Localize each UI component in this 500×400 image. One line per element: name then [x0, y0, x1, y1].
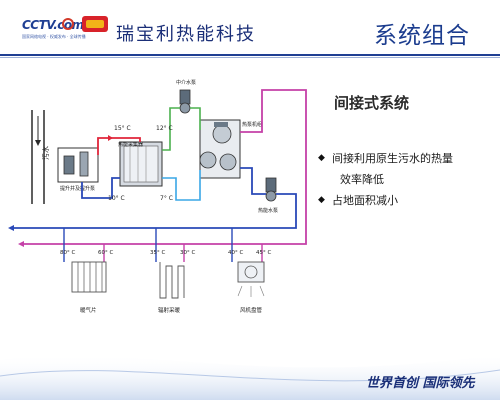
diamond-bullet-icon: ◆	[318, 153, 325, 163]
temp-mid-out: 12° C	[156, 125, 173, 132]
footer-wave	[0, 354, 500, 400]
bullet-text-line1: 间接利用原生污水的热量	[332, 152, 453, 165]
temp-floor-in: 35° C	[150, 250, 165, 256]
source-pump-label: 热能水泵	[258, 207, 278, 214]
system-diagram: 污水 提升井及提升泵 热能采集器 中介水泵	[8, 79, 307, 314]
slide-title: 系统组合	[374, 23, 470, 49]
header-divider-thin	[0, 57, 500, 58]
heat-exchanger: 热能采集器	[118, 141, 163, 187]
intermediate-supply-pipe	[162, 107, 201, 151]
logo-eye-icon	[62, 18, 74, 30]
lift-pump-label: 提升井及提升泵	[60, 185, 95, 192]
temp-fancoil-in: 40° C	[228, 250, 243, 256]
bullet-item: ◆ 间接利用原生污水的热量 效率降低	[318, 148, 494, 190]
logo-tagline: 国家网络电视 · 权威发布 · 全球传播	[22, 34, 86, 39]
heat-pump-unit-label: 热泵机组	[242, 121, 262, 128]
heat-exchanger-label: 热能采集器	[118, 141, 143, 148]
sewage-canal-label: 污水	[41, 146, 50, 160]
bullet-text-line2: 效率降低	[340, 173, 384, 186]
temp-fancoil-out: 45° C	[256, 250, 271, 256]
sewage-canal: 污水	[31, 110, 50, 204]
logo-text: CCTV.com	[22, 18, 84, 32]
temp-floor-out: 30° C	[180, 250, 195, 256]
branch-fan-coil: 40° C 45° C 风机盘管	[228, 228, 271, 314]
sewage-supply-pipe	[97, 137, 141, 155]
radiator-label: 暖气片	[80, 306, 97, 314]
footer-slogan: 世界首创 国际领先	[366, 376, 475, 391]
section-subtitle: 间接式系统	[334, 94, 410, 112]
bullet-item: ◆ 占地面积减小	[318, 190, 494, 211]
mid-pump: 中介水泵	[176, 79, 196, 114]
slide-header: CCTV.com 国家网络电视 · 权威发布 · 全球传播 瑞宝利热能科技 系统…	[0, 0, 500, 58]
intermediate-return-pipe	[162, 170, 201, 201]
bullet-list: ◆ 间接利用原生污水的热量 效率降低 ◆ 占地面积减小	[318, 148, 494, 211]
header-divider	[0, 54, 500, 56]
bullet-text: 占地面积减小	[332, 194, 398, 207]
branch-floor-heating: 35° C 30° C 辐射采暖	[150, 228, 195, 314]
branch-radiator: 80° C 60° C 暖气片	[60, 228, 113, 314]
temp-radiator-in: 80° C	[60, 250, 75, 256]
diamond-bullet-icon: ◆	[318, 195, 325, 205]
fan-coil-label: 风机盘管	[240, 306, 263, 314]
company-name: 瑞宝利热能科技	[116, 24, 256, 45]
heat-pump-unit: 热泵机组	[199, 119, 262, 179]
temp-radiator-out: 60° C	[98, 250, 113, 256]
source-pump: 热能水泵	[258, 177, 278, 214]
floor-heating-label: 辐射采暖	[158, 306, 181, 314]
cctv-logo: CCTV.com 国家网络电视 · 权威发布 · 全球传播	[22, 16, 114, 50]
logo-badge-icon	[82, 16, 108, 32]
lift-well: 提升井及提升泵	[57, 147, 99, 192]
sewage-return-pipe	[81, 177, 120, 199]
mid-pump-label: 中介水泵	[176, 79, 196, 86]
heating-supply-pipe	[24, 89, 307, 245]
temp-mid-return: 7° C	[160, 195, 173, 202]
temp-sewage-in: 15° C	[114, 125, 131, 132]
temp-sewage-out: 10° C	[108, 195, 125, 202]
heating-return-pipe	[14, 167, 297, 229]
